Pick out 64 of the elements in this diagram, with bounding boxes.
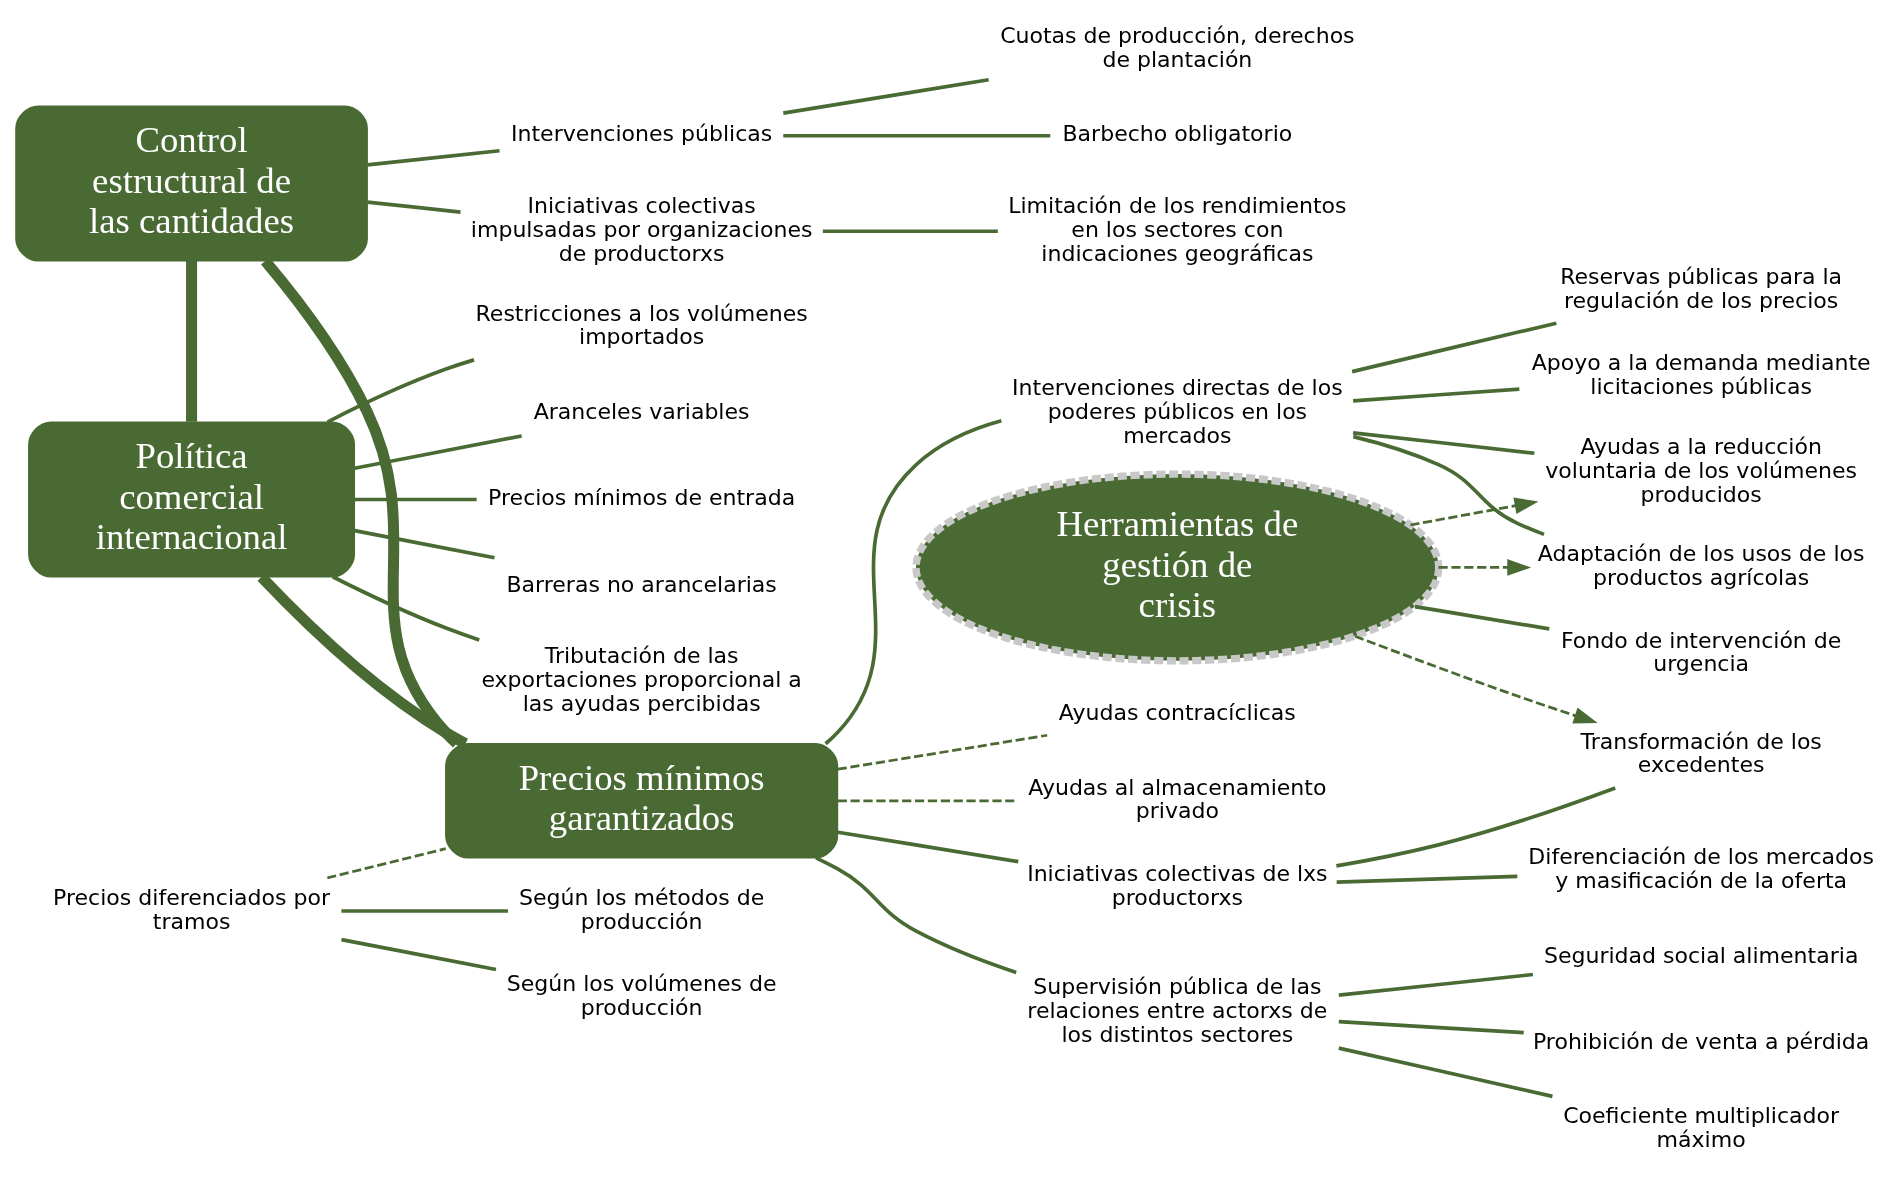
connector (837, 830, 1019, 863)
node-text: Iniciativas colectivas impulsadas por organizaciones de productorxs (470, 192, 813, 266)
connector (1353, 386, 1520, 403)
node-text: Adaptación de los usos de los productos agrícolas (1537, 540, 1865, 590)
node-text: Prohibición de venta a pérdida (1532, 1028, 1870, 1054)
connector (367, 148, 500, 167)
node-text: Según los volúmenes de producción (506, 970, 777, 1020)
connector (341, 937, 497, 971)
node-box: Control estructural de las cantidades (15, 104, 368, 262)
node-text: Precios mínimos de entrada (488, 484, 796, 510)
connector (1351, 320, 1557, 373)
connector (1352, 430, 1535, 455)
connector (331, 574, 480, 642)
connector (822, 228, 998, 233)
connector (186, 260, 198, 422)
connector (837, 733, 1048, 771)
node-text: Iniciativas colectivas de lxs productorxs (1027, 860, 1328, 910)
node-text: Diferenciación de los mercados y masificación de la oferta (1528, 843, 1874, 893)
node-text: Ayudas contracíclicas (1058, 699, 1296, 725)
node-text: Tributación de las exportaciones proporcional a las ayudas percibidas (481, 642, 802, 716)
connector (783, 133, 1051, 138)
node-box: Política comercial internacional (28, 420, 356, 578)
connector (824, 418, 1002, 745)
connector (341, 908, 508, 913)
node-text: Intervenciones directas de los poderes públicos en los mercados (1012, 374, 1343, 448)
connector (837, 798, 1017, 802)
node-text: Fondo de intervención de urgencia (1560, 627, 1842, 676)
node-text: Limitación de los rendimientos en los sectores con indicaciones geográficas (1008, 192, 1347, 266)
arrow (1410, 497, 1539, 526)
arrow (1438, 558, 1532, 576)
node-text: Ayudas a la reducción voluntaria de los volúmenes producidos (1545, 433, 1857, 507)
connector (1352, 434, 1545, 536)
node-text: Transformación de los excedentes (1580, 728, 1822, 777)
connector (326, 357, 475, 424)
node-text: Intervenciones públicas (511, 120, 773, 146)
connector (783, 77, 989, 115)
node-text: Según los métodos de producción (519, 884, 765, 934)
connector (815, 855, 1017, 974)
node-text: Seguridad social alimentaria (1543, 942, 1859, 968)
connector (327, 846, 447, 879)
connector (1338, 1045, 1553, 1098)
connector (354, 433, 522, 470)
connector (354, 528, 495, 560)
node-text: Precios diferenciados por tramos (53, 884, 331, 934)
node-box: Precios mínimos garantizados (445, 742, 839, 859)
connector (1336, 785, 1616, 868)
node-text: Barbecho obligatorio (1062, 120, 1293, 146)
node-text: Cuotas de producción, derechos de plantación (1000, 22, 1355, 72)
connector (1338, 1019, 1524, 1035)
node-ellipse: Herramientas de gestión de crisis (912, 469, 1443, 664)
connector (1336, 874, 1518, 884)
node-text: Apoyo a la demanda mediante licitaciones públicas (1531, 349, 1871, 399)
connector (1414, 604, 1550, 631)
connector (354, 497, 477, 501)
connector (367, 199, 461, 214)
node-text: Coeficiente multiplicador máximo (1563, 1102, 1840, 1152)
arrow (1354, 634, 1598, 724)
node-text: Reservas públicas para la regulación de los precios (1560, 263, 1843, 313)
connector (1338, 972, 1534, 997)
node-text: Aranceles variables (533, 398, 750, 424)
node-text: Ayudas al almacenamiento privado (1028, 774, 1327, 823)
node-text: Restricciones a los volúmenes importados (475, 300, 808, 349)
node-text: Supervisión pública de las relaciones entre actorxs de los distintos sectores (1027, 973, 1328, 1047)
node-text: Barreras no arancelarias (506, 571, 777, 597)
